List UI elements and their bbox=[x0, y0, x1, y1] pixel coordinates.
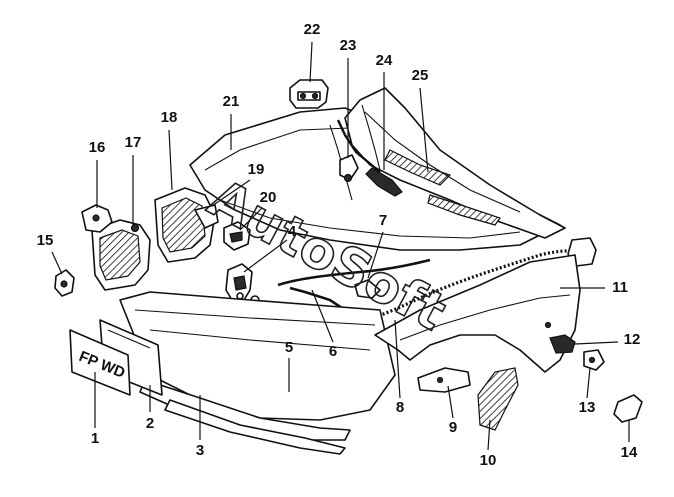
hood-prop-rod bbox=[277, 258, 431, 312]
bulb-socket bbox=[583, 349, 605, 371]
callout-label-13: 13 bbox=[579, 399, 596, 416]
leader-line-22 bbox=[309, 41, 313, 83]
leader-line-7 bbox=[367, 231, 384, 279]
callout-label-25: 25 bbox=[412, 67, 429, 84]
callout-label-8: 8 bbox=[396, 399, 404, 416]
headlamp-bracket bbox=[81, 204, 113, 233]
leader-line-8 bbox=[394, 319, 401, 399]
callout-label-5: 5 bbox=[285, 339, 293, 356]
callout-label-16: 16 bbox=[89, 139, 106, 156]
hood-seal-strip bbox=[361, 104, 403, 197]
bumper-spoiler bbox=[139, 379, 351, 455]
side-repeater-lamp bbox=[613, 394, 643, 423]
callout-label-23: 23 bbox=[340, 37, 357, 54]
callout-label-20: 20 bbox=[260, 189, 277, 206]
leader-line-10 bbox=[487, 419, 491, 451]
front-fender bbox=[374, 254, 581, 373]
fender-bracket bbox=[417, 367, 471, 393]
leader-line-25 bbox=[419, 87, 429, 173]
headlamp-left bbox=[91, 219, 151, 291]
leader-line-9 bbox=[447, 385, 454, 419]
leader-line-15 bbox=[51, 251, 63, 275]
callout-label-10: 10 bbox=[480, 452, 497, 469]
leader-line-13 bbox=[586, 367, 591, 399]
callout-label-4: 4 bbox=[288, 223, 297, 240]
leader-line-4 bbox=[243, 239, 288, 273]
cowl-grille bbox=[344, 87, 566, 239]
callout-label-3: 3 bbox=[196, 442, 204, 459]
leader-line-18 bbox=[168, 129, 173, 191]
callout-label-19: 19 bbox=[248, 161, 265, 178]
headlamp-right bbox=[154, 187, 219, 263]
hood-hinge bbox=[289, 79, 329, 109]
leader-line-20 bbox=[239, 207, 263, 231]
fog-lamp-bulb bbox=[54, 269, 75, 297]
callout-label-18: 18 bbox=[161, 109, 178, 126]
callout-label-9: 9 bbox=[449, 419, 457, 436]
license-plate: FP WD bbox=[69, 329, 131, 396]
washer-hose bbox=[336, 119, 381, 183]
callout-label-17: 17 bbox=[125, 134, 142, 151]
callout-label-15: 15 bbox=[37, 232, 54, 249]
callout-label-2: 2 bbox=[146, 415, 154, 432]
latch-bracket bbox=[223, 221, 251, 251]
callout-label-1: 1 bbox=[91, 430, 99, 447]
leader-line-19 bbox=[211, 179, 251, 207]
callout-label-24: 24 bbox=[376, 52, 393, 69]
callout-label-21: 21 bbox=[223, 93, 240, 110]
callout-label-22: 22 bbox=[304, 21, 321, 38]
splash-shield bbox=[477, 367, 519, 431]
callout-label-11: 11 bbox=[612, 279, 628, 296]
callout-label-6: 6 bbox=[329, 343, 337, 360]
leader-line-6 bbox=[311, 289, 334, 343]
hood-latch bbox=[225, 263, 253, 301]
side-marker-lamp bbox=[549, 334, 576, 354]
leader-line-12 bbox=[574, 341, 619, 345]
callout-label-14: 14 bbox=[621, 444, 638, 461]
callout-label-12: 12 bbox=[624, 331, 641, 348]
callout-label-7: 7 bbox=[379, 212, 387, 229]
